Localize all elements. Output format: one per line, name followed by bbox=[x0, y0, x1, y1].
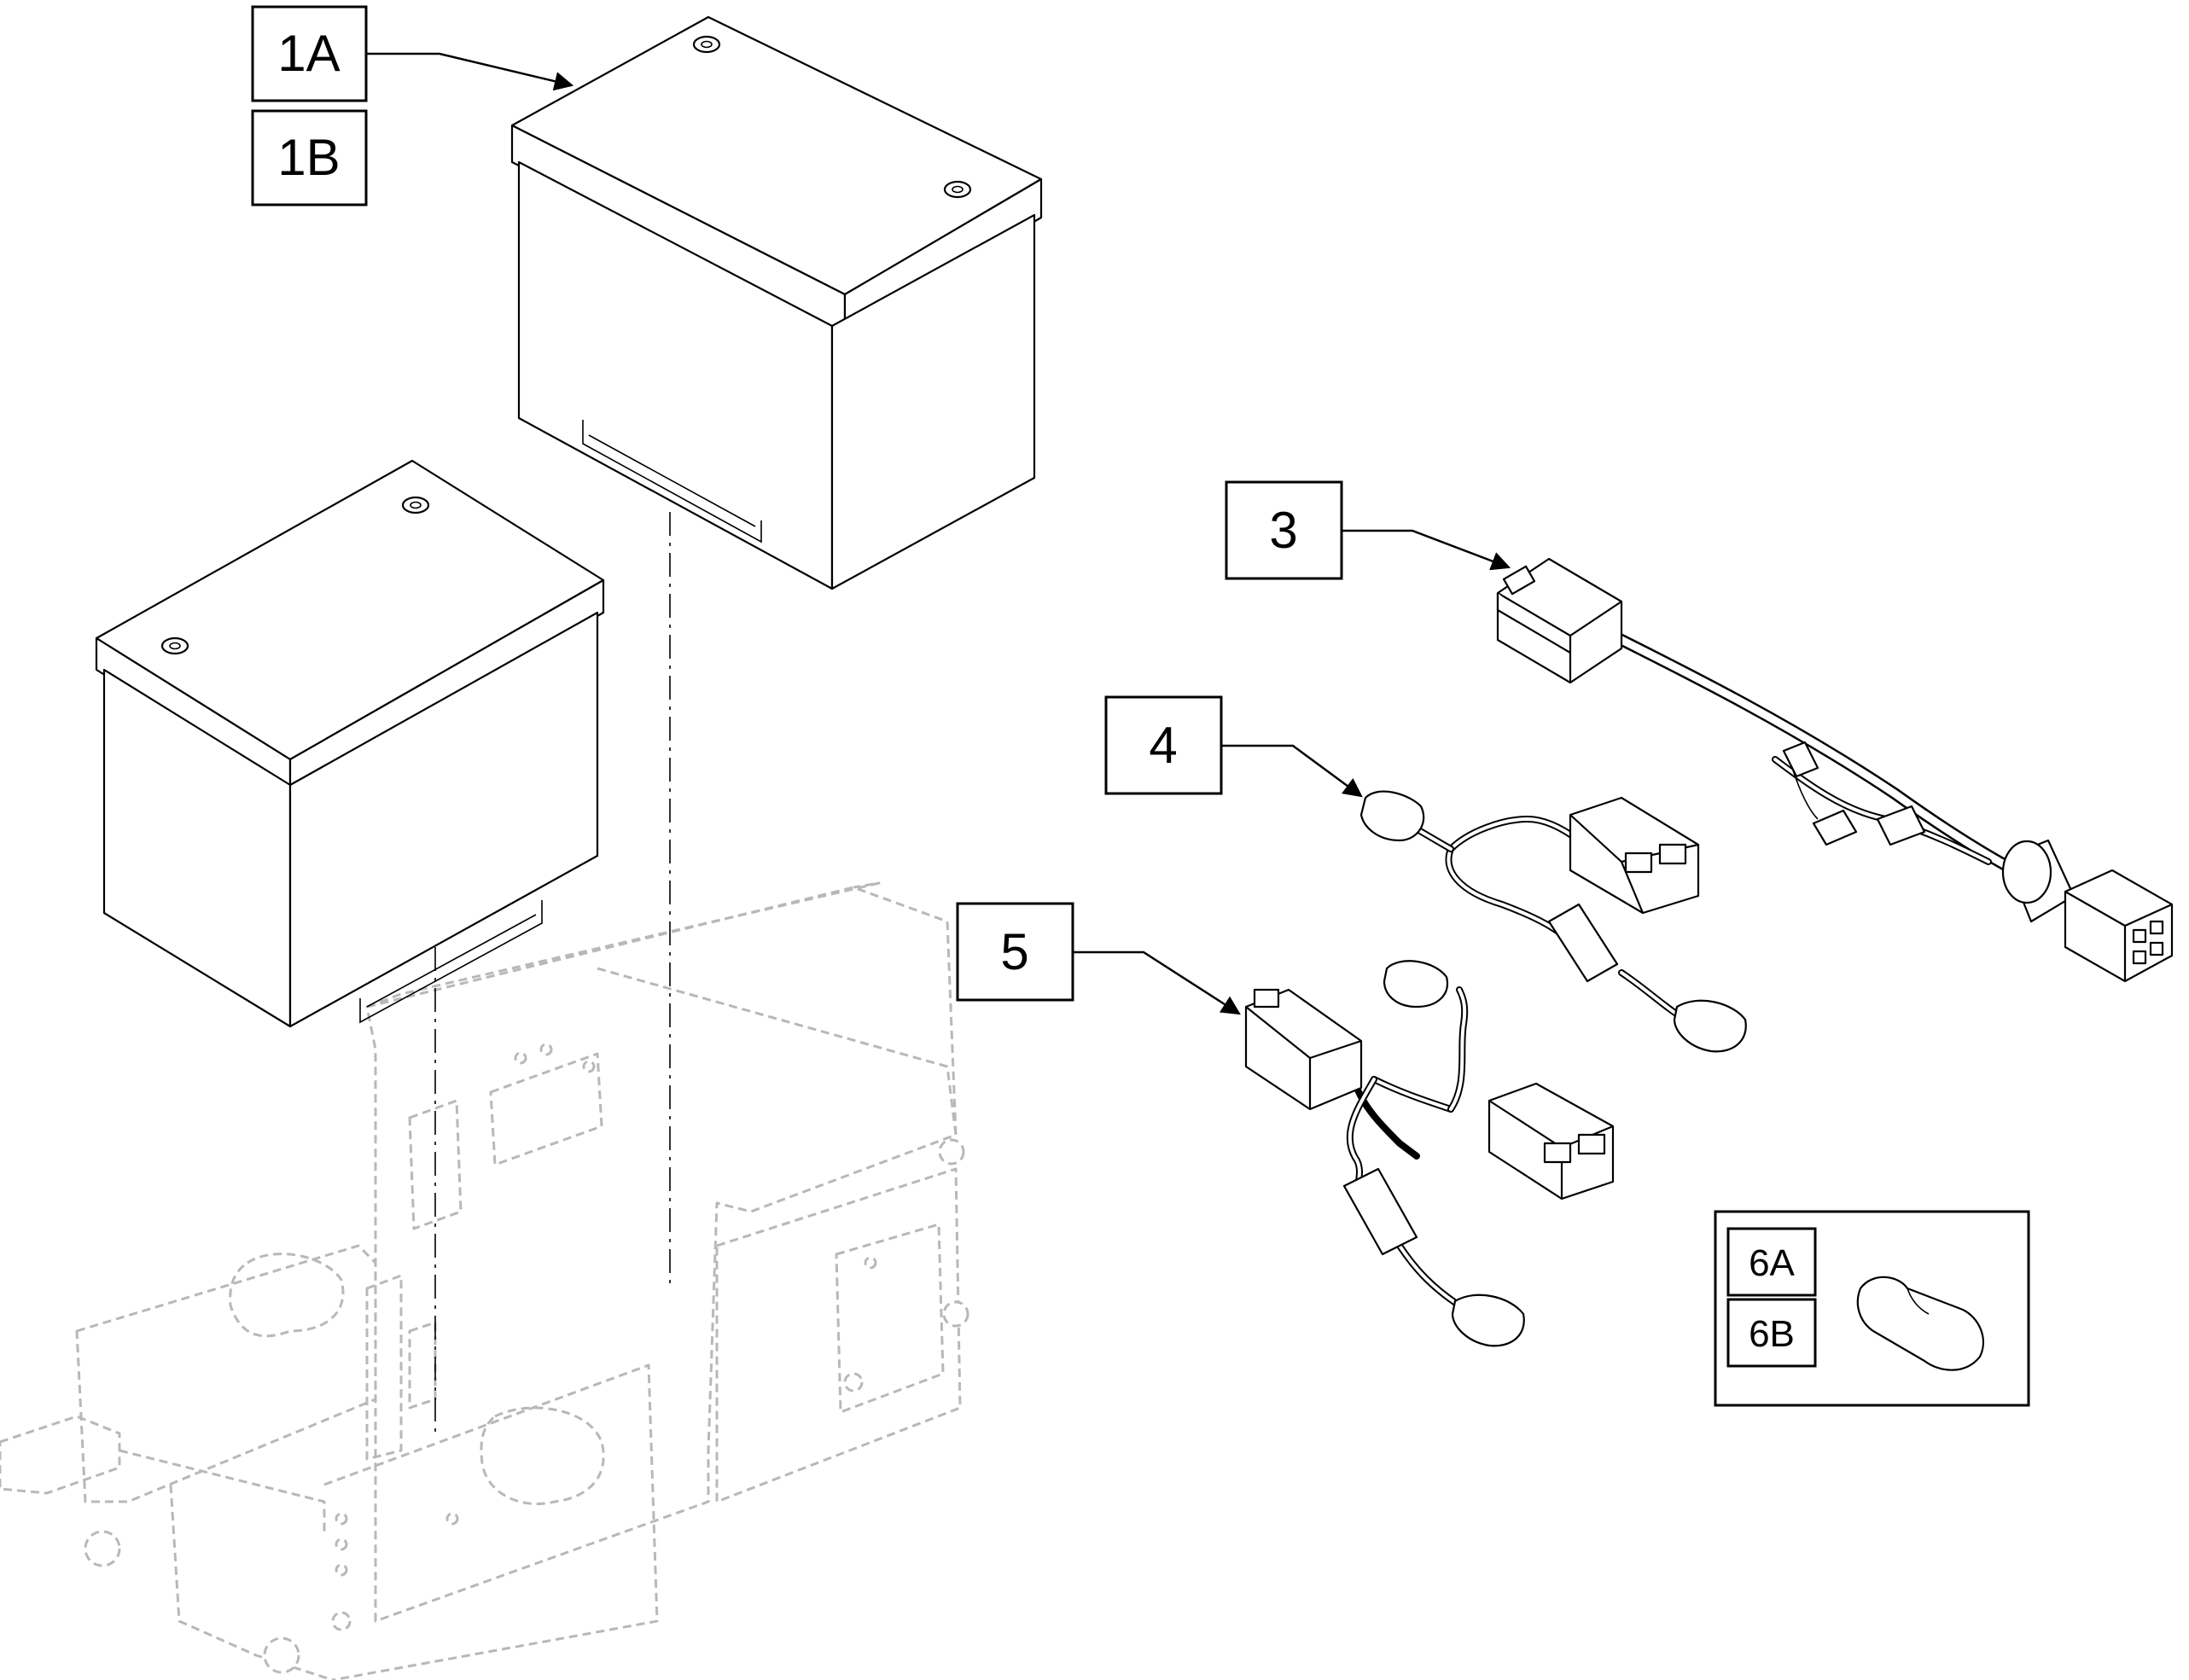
leader-lines bbox=[366, 52, 1511, 1015]
callout-6a: 6A bbox=[1749, 1242, 1795, 1284]
callout-3-label: 3 bbox=[1269, 502, 1297, 559]
leader-4 bbox=[1221, 744, 1363, 798]
harness-5 bbox=[1244, 960, 1615, 1347]
callout-5-label: 5 bbox=[1000, 923, 1028, 980]
callout-1a-label: 1A bbox=[277, 25, 340, 82]
callout-3: 3 bbox=[1225, 480, 1343, 580]
battery-tray-frame bbox=[0, 881, 969, 1680]
callout-4-label: 4 bbox=[1149, 717, 1177, 774]
leader-5 bbox=[1073, 950, 1241, 1015]
leader-3 bbox=[1342, 529, 1511, 571]
alignment-centerlines bbox=[434, 512, 671, 1433]
callout-4: 4 bbox=[1104, 695, 1223, 795]
callout-1a: 1A bbox=[251, 5, 368, 102]
inset-6-terminal-caps: 6A 6B bbox=[1714, 1210, 2030, 1407]
battery-1a bbox=[510, 15, 1043, 590]
harness-3 bbox=[1496, 557, 2174, 983]
callout-6b: 6B bbox=[1749, 1313, 1795, 1355]
leader-1a bbox=[366, 52, 574, 91]
callout-5: 5 bbox=[956, 902, 1074, 1002]
callout-1b: 1B bbox=[251, 109, 368, 206]
harness-4 bbox=[1359, 790, 1747, 1053]
callout-1b-label: 1B bbox=[277, 129, 340, 186]
battery-1b bbox=[95, 459, 605, 1028]
